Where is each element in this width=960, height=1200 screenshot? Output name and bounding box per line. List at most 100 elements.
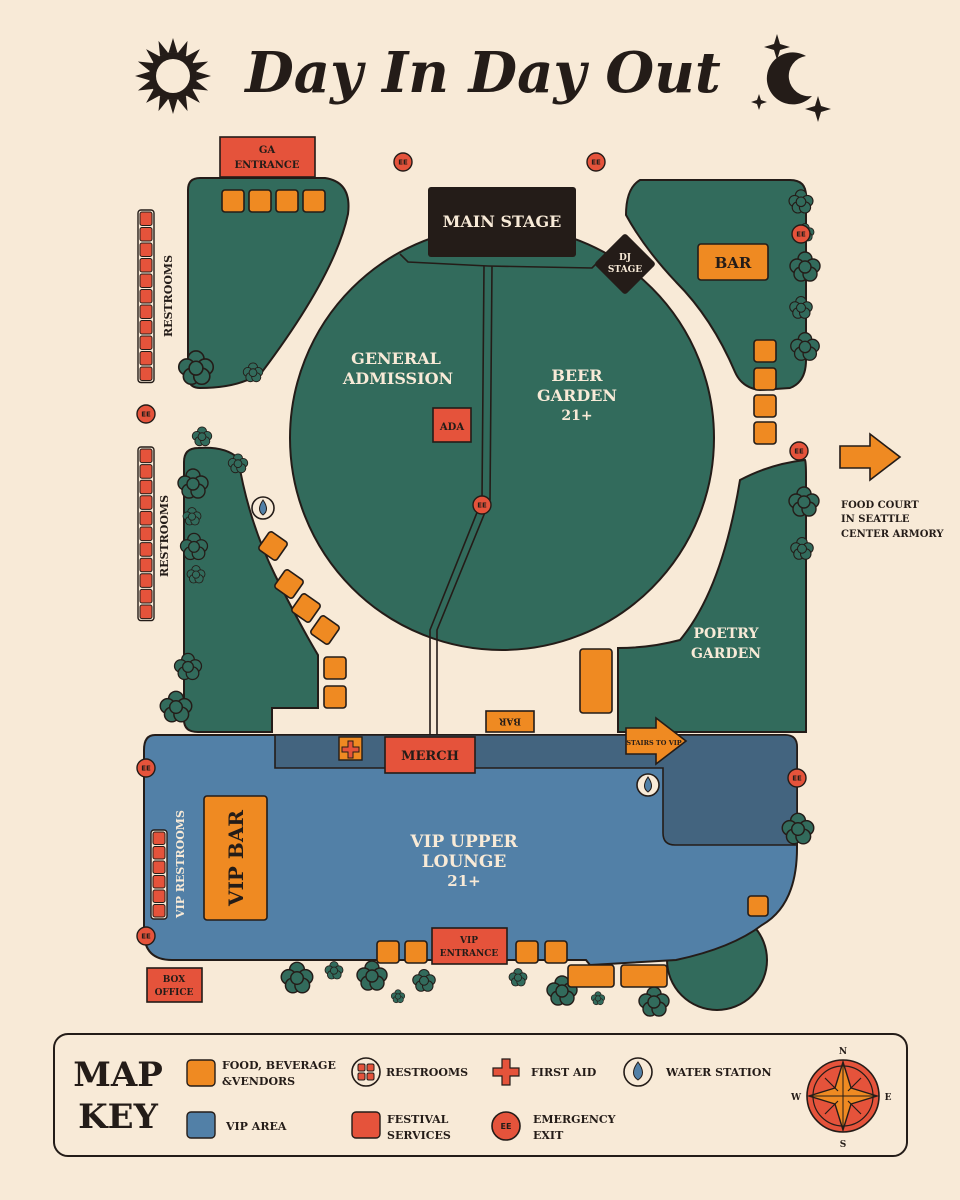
restroom-unit — [152, 875, 166, 889]
vendor-booth — [291, 593, 321, 623]
emergency-exit-icon: EE — [136, 926, 156, 946]
key-water-item: WATER STATION — [623, 1057, 772, 1087]
emergency-exit-label: EE — [792, 775, 802, 783]
key-exit-item: EE EMERGENCY EXIT — [491, 1111, 616, 1142]
vendor-booth — [753, 339, 777, 363]
emergency-exit-icon: EE — [787, 768, 807, 788]
vendor-booth — [753, 394, 777, 418]
restroom-unit — [139, 510, 153, 526]
compass-e: E — [885, 1093, 892, 1103]
emergency-exit-icon: EE — [472, 495, 492, 515]
stairs-to-vip-label: STAIRS TO VIP — [626, 739, 681, 747]
vendor-booth — [753, 421, 777, 445]
vip-bar: VIP BAR — [203, 795, 268, 921]
ga-entrance-label-1: GA — [259, 145, 276, 156]
vendor-booth — [567, 964, 615, 988]
key-food-item: FOOD, BEVERAGE &VENDORS — [186, 1059, 336, 1088]
vendor-booth — [376, 940, 400, 964]
key-festival-item: FESTIVAL SERVICES — [351, 1111, 451, 1142]
map-key-heading-1: MAP — [73, 1055, 163, 1095]
vip-entrance-label-2: ENTRANCE — [440, 949, 499, 959]
vendor-booth — [274, 569, 304, 599]
compass-s: S — [840, 1140, 847, 1150]
emergency-exit-label: EE — [591, 159, 601, 167]
tree-icon — [412, 968, 436, 992]
restroom-unit — [139, 464, 153, 479]
restroom-unit — [139, 273, 153, 288]
box-office-label-1: BOX — [163, 975, 185, 985]
key-festival-label-1: FESTIVAL — [387, 1113, 449, 1126]
restroom-unit — [139, 351, 153, 366]
restroom-unit — [139, 557, 153, 573]
ga-entrance: GA ENTRANCE — [219, 136, 316, 178]
beer-garden-label-2: GARDEN — [537, 386, 617, 405]
moon-icon — [751, 34, 831, 122]
bar-sign: BAR — [485, 710, 535, 733]
vendor-booth — [323, 685, 347, 709]
key-vip-label: VIP AREA — [225, 1120, 287, 1133]
tree-icon — [191, 426, 213, 447]
key-first-aid-item: FIRST AID — [492, 1058, 597, 1086]
first-aid-marker — [338, 736, 363, 761]
food-court-label-2: IN SEATTLE — [841, 514, 910, 525]
dj-stage-label-2: STAGE — [608, 265, 642, 275]
dj-stage: DJ STAGE — [595, 234, 655, 294]
restroom-unit — [139, 588, 153, 604]
vendor-booth — [258, 531, 288, 561]
key-restrooms-label: RESTROOMS — [386, 1066, 468, 1079]
vip-lounge-label-3: 21+ — [447, 872, 480, 890]
ada-area: ADA — [432, 407, 472, 443]
restroom-unit — [139, 448, 153, 464]
vendor-booths — [221, 189, 777, 988]
main-stage-label: MAIN STAGE — [443, 212, 562, 231]
tree-icon — [590, 991, 606, 1006]
sun-icon — [135, 38, 211, 114]
tree-icon — [508, 968, 528, 987]
merch-label: MERCH — [401, 749, 459, 764]
emergency-exit-icon: EE — [791, 224, 811, 244]
restroom-blocks — [137, 209, 168, 920]
poetry-garden-lawn — [617, 458, 807, 733]
tree-icon — [390, 989, 406, 1004]
emergency-exit-label: EE — [141, 765, 151, 773]
vendor-booth — [515, 940, 539, 964]
vendor-booth — [747, 895, 769, 917]
key-water-label: WATER STATION — [665, 1066, 772, 1079]
key-food-label-1: FOOD, BEVERAGE — [222, 1059, 336, 1072]
bar-sign-label: BAR — [498, 716, 521, 726]
vendor-booth — [221, 189, 245, 213]
vendor-booth — [404, 940, 428, 964]
vip-entrance: VIP ENTRANCE — [431, 927, 508, 965]
vip-lounge-label-2: LOUNGE — [422, 852, 507, 872]
tree-icon — [638, 986, 670, 1017]
map-key-heading-2: KEY — [78, 1097, 158, 1137]
restroom-unit — [139, 542, 153, 557]
bar-lawn — [624, 179, 807, 392]
vip-entrance-label-1: VIP — [459, 936, 478, 946]
restroom-unit — [139, 573, 153, 588]
restrooms-label-west: RESTROOMS — [158, 495, 171, 577]
vendor-booth — [753, 367, 777, 391]
vendor-booth — [248, 189, 272, 213]
food-swatch-icon — [186, 1059, 216, 1087]
exit-icon — [491, 1111, 521, 1141]
box-office: BOX OFFICE — [146, 967, 203, 1003]
vendor-booth — [579, 648, 613, 714]
restroom-unit — [139, 211, 153, 226]
restroom-unit — [139, 526, 153, 542]
restroom-unit — [139, 304, 153, 319]
restroom-icon — [351, 1057, 381, 1087]
restroom-unit — [139, 227, 153, 242]
restroom-unit — [152, 860, 166, 874]
restroom-unit — [139, 335, 153, 350]
vendor-booth — [302, 189, 326, 213]
tree-icon — [280, 961, 314, 994]
restroom-unit — [152, 831, 166, 845]
beer-garden-label-3: 21+ — [561, 408, 592, 424]
main-lawn-circle — [289, 225, 715, 651]
restroom-unit — [139, 366, 153, 381]
tree-icon — [324, 961, 344, 980]
vip-bar-label: VIP BAR — [224, 810, 248, 907]
vendor-booth — [310, 615, 340, 645]
